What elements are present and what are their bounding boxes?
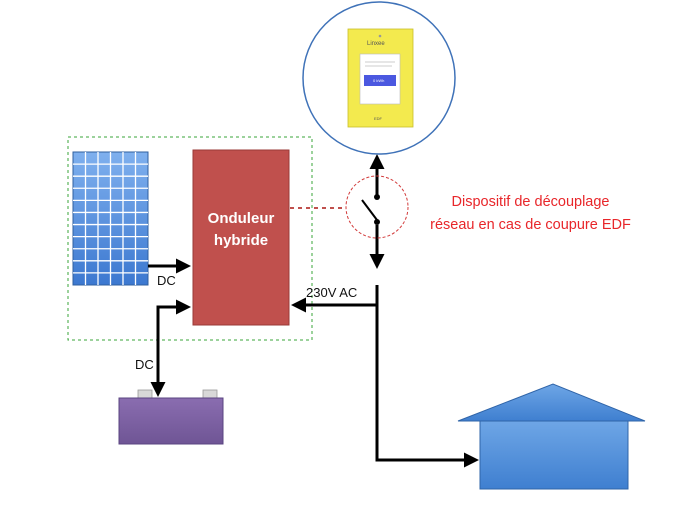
solar-panel-icon xyxy=(72,151,149,286)
meter-brand: Linxee xyxy=(367,41,385,47)
battery-icon xyxy=(118,389,224,445)
battery-dc-label: DC xyxy=(135,357,154,372)
wiring xyxy=(148,154,479,468)
inverter-label: Onduleur hybride xyxy=(193,208,289,252)
meter-icon xyxy=(302,1,456,155)
meter-display: 0 kWh xyxy=(373,78,385,83)
decoupling-note: Dispositif de découplage réseau en cas d… xyxy=(413,191,648,237)
inverter-label-line1: Onduleur xyxy=(207,210,275,227)
system-boundary xyxy=(67,136,313,341)
meter-footer: EDF xyxy=(374,116,382,121)
decoupling-note-line1: Dispositif de découplage xyxy=(451,194,610,210)
house-icon xyxy=(457,383,646,490)
inverter-label-line2: hybride xyxy=(213,232,269,249)
ac-label: 230V AC xyxy=(306,285,358,300)
hybrid-inverter xyxy=(192,149,290,326)
panel-dc-label: DC xyxy=(157,273,176,288)
decoupling-note-line2: réseau en cas de coupure EDF xyxy=(430,217,631,233)
decoupling-switch xyxy=(345,175,409,239)
